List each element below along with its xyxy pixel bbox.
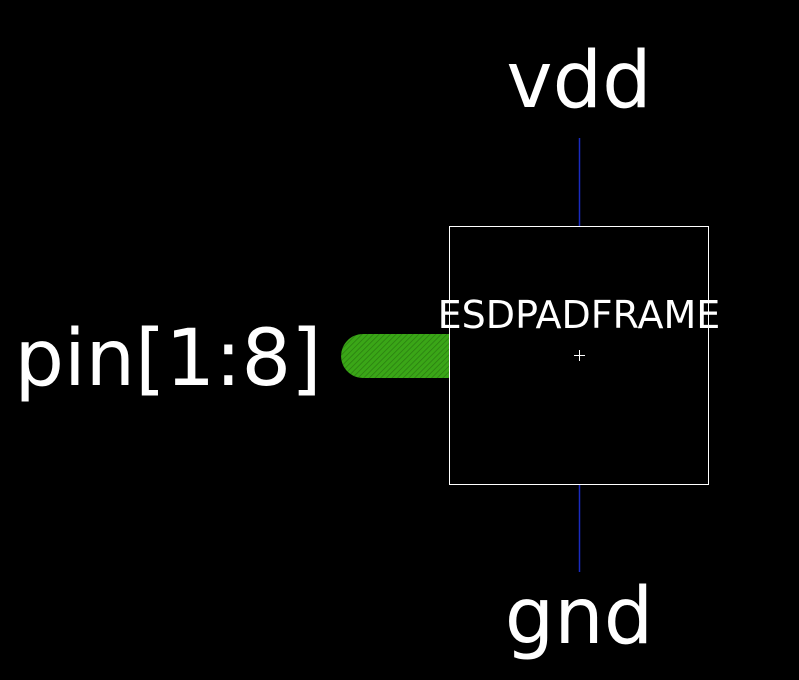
origin-cross-icon bbox=[574, 350, 585, 361]
symbol-body[interactable] bbox=[449, 226, 709, 485]
symbol-name-label: ESDPADFRAME bbox=[438, 293, 721, 337]
pin-bus-label: pin[1:8] bbox=[14, 314, 321, 404]
pin-bus-wire[interactable] bbox=[341, 334, 449, 378]
gnd-pin-label: gnd bbox=[505, 572, 653, 662]
vdd-pin-label: vdd bbox=[506, 36, 651, 126]
